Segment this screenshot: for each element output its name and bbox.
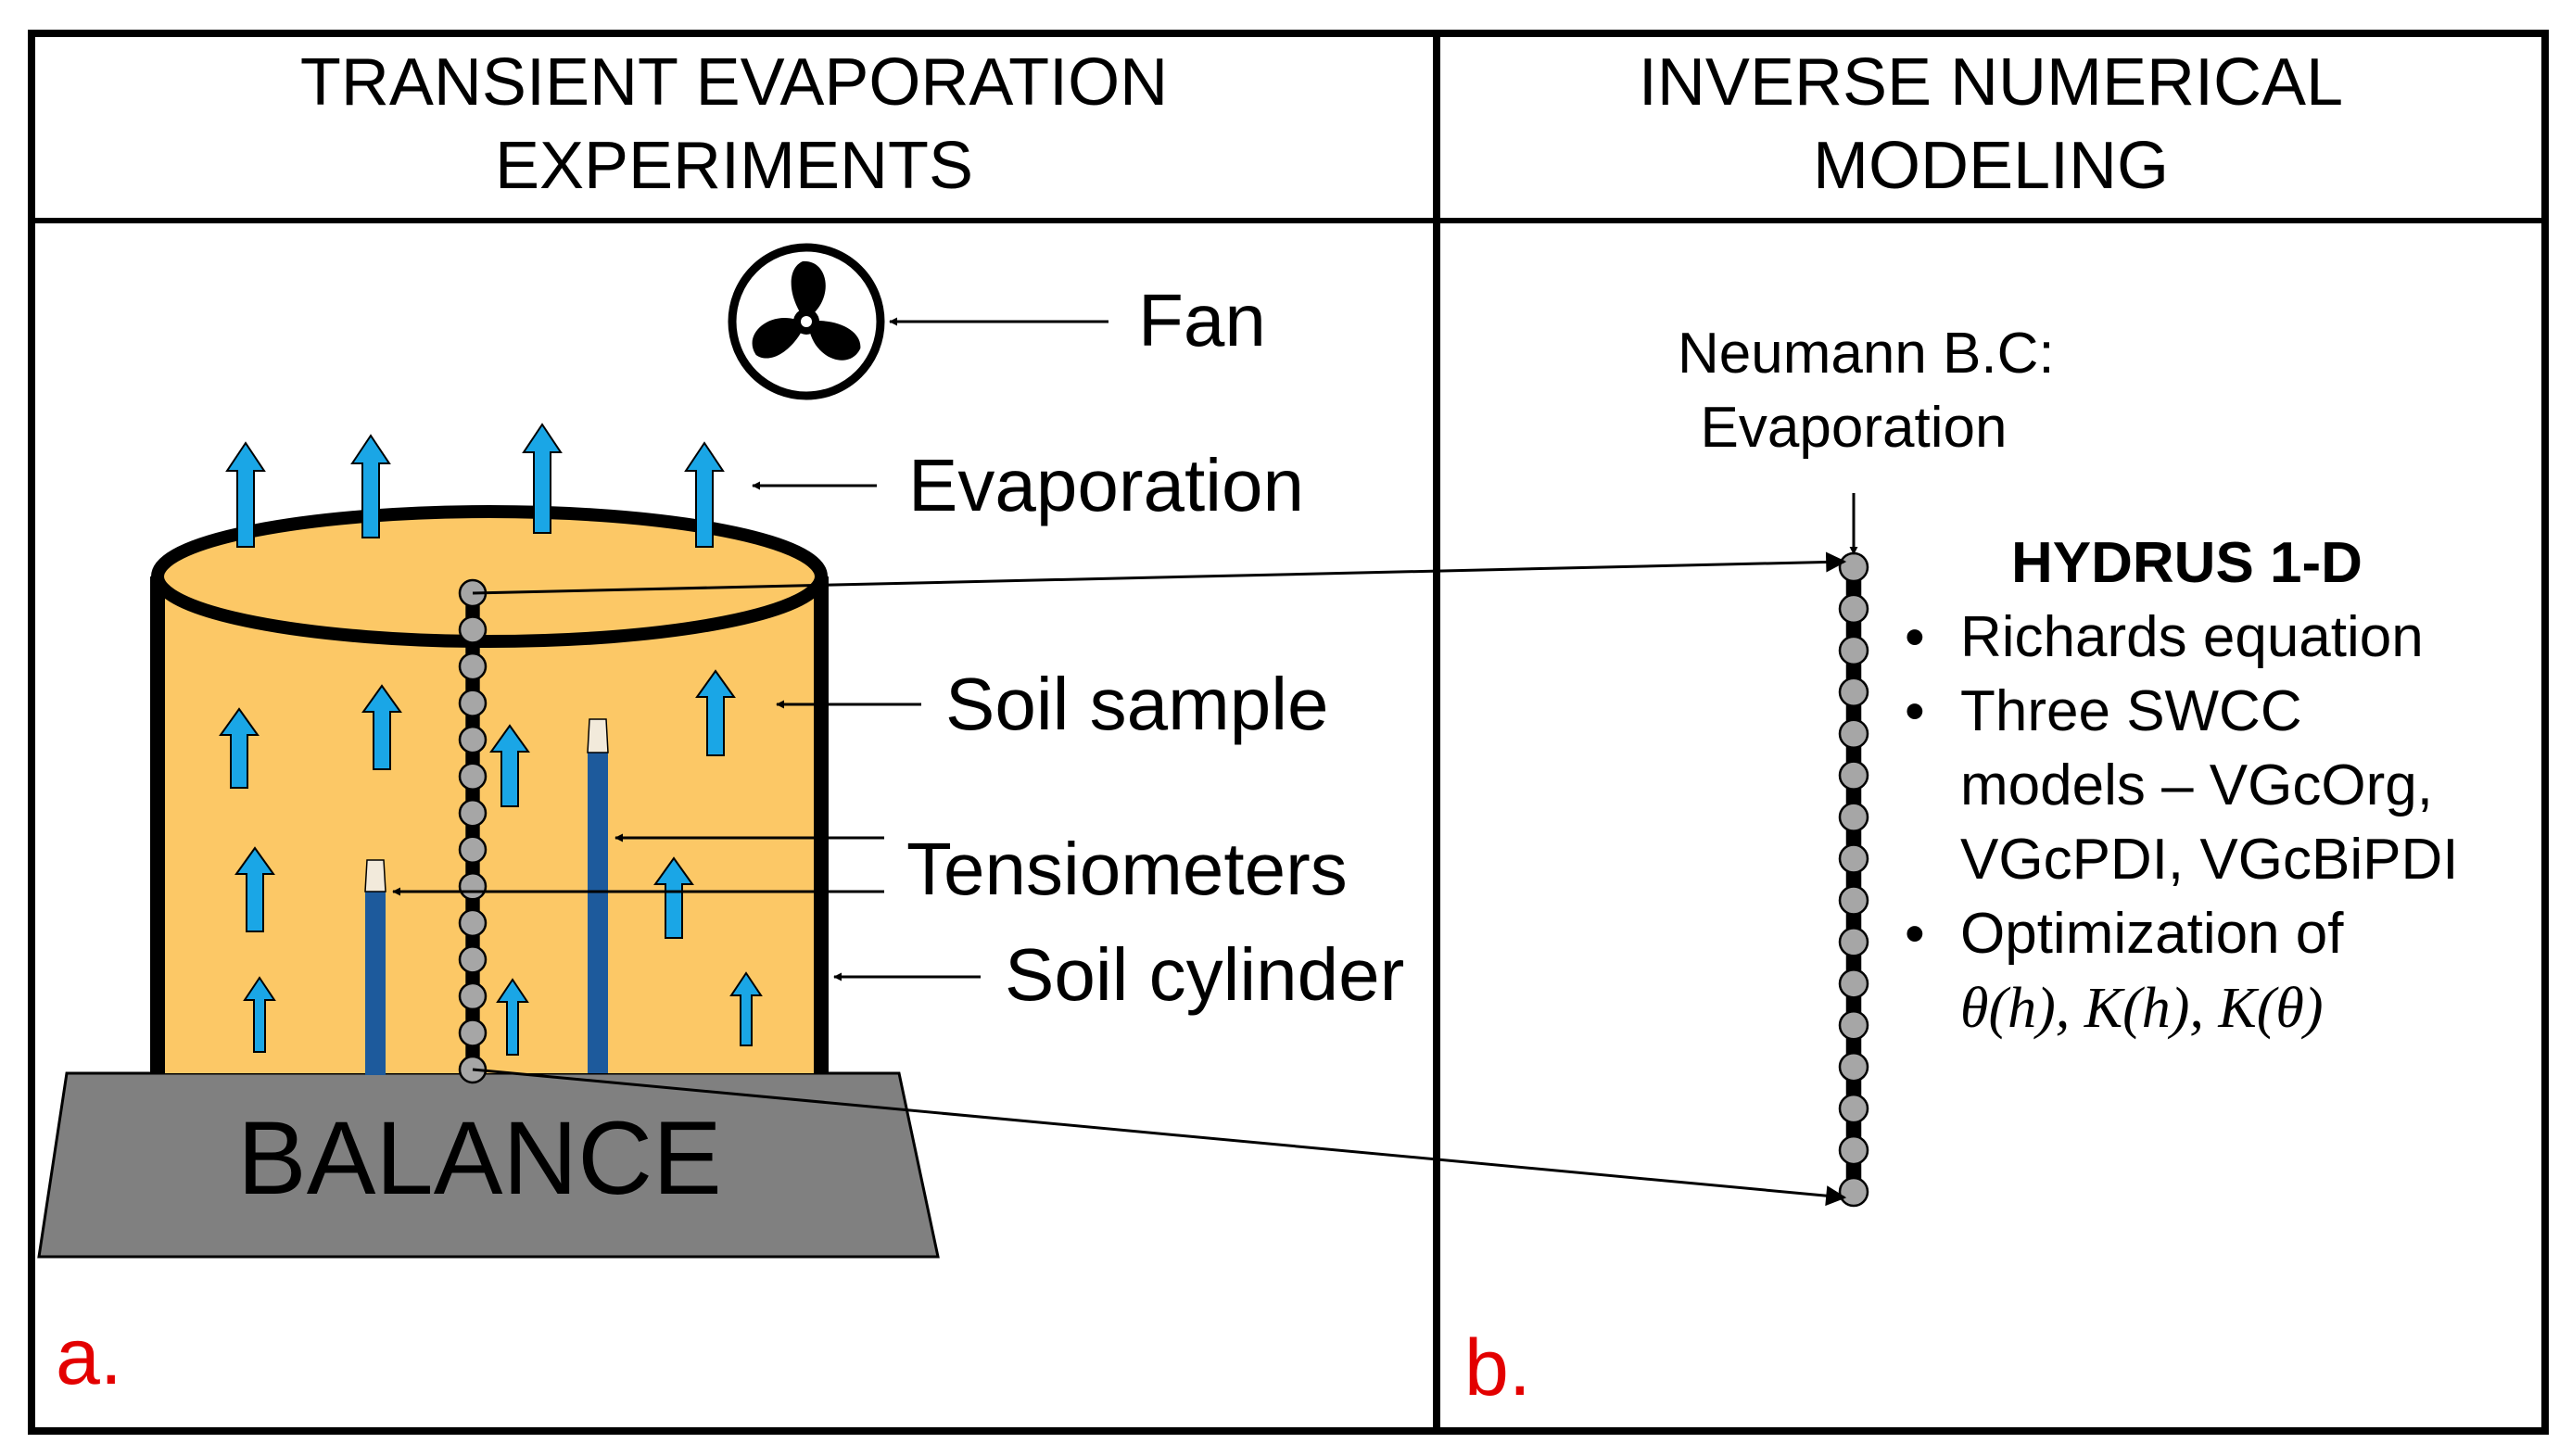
evaporation-flux-arrow <box>225 441 266 548</box>
profile-node <box>458 908 488 938</box>
profile-node <box>1838 927 1869 957</box>
profile-node <box>1838 593 1869 625</box>
evaporation-flux-arrow <box>350 434 391 538</box>
evaporation-label: Evaporation <box>908 444 1304 526</box>
fan-label: Fan <box>1138 279 1266 361</box>
mapping-arrow-top <box>472 551 1847 595</box>
profile-node <box>458 762 488 791</box>
profile-node <box>1838 802 1869 832</box>
tensiometers <box>364 718 609 1075</box>
profile-node <box>1838 1051 1869 1083</box>
fan-icon <box>728 243 885 400</box>
profile-node <box>1838 677 1869 708</box>
profile-node <box>1838 843 1869 874</box>
soil-sample-top <box>151 505 828 648</box>
bullet-swcc-line2: models – VGcOrg, <box>1960 753 2433 817</box>
model-node-column <box>1838 551 1869 1208</box>
bullet-optimization-line2: θ(h), K(h), K(θ) <box>1960 977 2324 1040</box>
profile-node <box>1838 1176 1869 1208</box>
evaporation-flux-arrow <box>219 707 260 789</box>
panel-b-letter: b. <box>1464 1323 1531 1412</box>
evaporation-flux-arrow <box>489 724 530 807</box>
profile-node <box>458 872 488 901</box>
evaporation-flux-arrow <box>496 978 529 1056</box>
profile-node <box>1838 1010 1869 1041</box>
profile-node <box>1838 1134 1869 1166</box>
panel-b-header: INVERSE NUMERICAL MODELING <box>1437 41 2545 208</box>
boundary-condition-label: Neumann B.C: Evaporation <box>1678 317 2055 465</box>
evaporation-flux-arrow <box>695 669 736 756</box>
panel-b-header-line1: INVERSE NUMERICAL <box>1638 45 2344 120</box>
profile-node <box>1838 885 1869 916</box>
profile-node <box>1838 969 1869 999</box>
panel-a-header-line2: EXPERIMENTS <box>494 129 974 203</box>
panel-b-header-line2: MODELING <box>1812 129 2170 203</box>
profile-node <box>1838 760 1869 791</box>
hydrus-title: HYDRUS 1-D <box>2011 531 2363 595</box>
evaporation-flux-arrow <box>522 423 563 534</box>
profile-node <box>1838 635 1869 666</box>
profile-node <box>458 981 488 1011</box>
soil-sample-label: Soil sample <box>945 663 1329 745</box>
panel-a-header: TRANSIENT EVAPORATION EXPERIMENTS <box>32 41 1437 208</box>
profile-node <box>458 835 488 865</box>
panel-a-header-line1: TRANSIENT EVAPORATION <box>299 45 1169 120</box>
profile-node <box>1838 551 1869 583</box>
panel-a-letter: a. <box>56 1312 122 1401</box>
evaporation-flux-arrow <box>361 684 402 770</box>
profile-node <box>458 798 488 828</box>
sample-node-column <box>458 578 488 1084</box>
bullet-richards: Richards equation <box>1905 601 2553 675</box>
profile-node <box>1838 718 1869 749</box>
boundary-line1: Neumann B.C: <box>1678 322 2055 386</box>
bullet-swcc-line1: Three SWCC <box>1960 679 2302 743</box>
profile-node <box>458 945 488 974</box>
profile-node <box>458 615 488 644</box>
evaporation-flux-arrow <box>234 846 275 932</box>
balance-label: BALANCE <box>237 1100 722 1216</box>
hydrus-bullets: Richards equation Three SWCC models – VG… <box>1905 601 2553 1045</box>
boundary-line2: Evaporation <box>1700 396 2008 460</box>
evaporation-flux-arrow <box>729 971 763 1046</box>
profile-node <box>458 1019 488 1047</box>
evaporation-flux-arrow <box>653 856 694 939</box>
soil-cylinder <box>150 505 829 1073</box>
profile-node <box>458 725 488 754</box>
mapping-arrow-bottom <box>472 1068 1847 1207</box>
bullet-swcc: Three SWCC models – VGcOrg, VGcPDI, VGcB… <box>1905 675 2553 897</box>
bullet-optimization: Optimization of θ(h), K(h), K(θ) <box>1905 897 2553 1045</box>
profile-node <box>1838 1093 1869 1124</box>
evaporation-flux-arrow <box>243 976 276 1053</box>
evaporation-flux-arrow <box>684 441 725 548</box>
tensiometers-label: Tensiometers <box>906 828 1348 910</box>
profile-node <box>458 689 488 717</box>
evaporation-flux-arrows <box>219 423 763 1056</box>
profile-node <box>458 652 488 681</box>
bullet-optimization-line1: Optimization of <box>1960 902 2344 966</box>
soil-cylinder-label: Soil cylinder <box>1005 933 1405 1016</box>
bullet-swcc-line3: VGcPDI, VGcBiPDI <box>1960 828 2459 892</box>
pointer-arrows <box>392 317 1858 1207</box>
